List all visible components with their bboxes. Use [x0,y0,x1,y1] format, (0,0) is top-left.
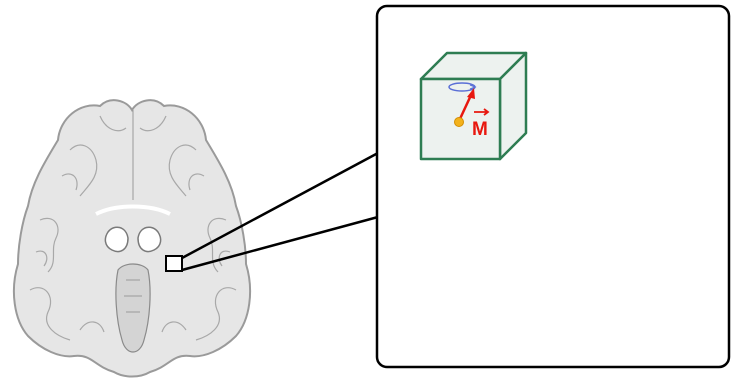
lateral-ventricle-left [104,226,129,253]
vector-label: M [472,119,488,140]
magnetization-vector-head [467,88,475,99]
zoom-line-top [181,151,379,260]
precession-arrow [469,84,477,90]
brain-gyri [29,115,237,341]
vector-origin-dot [454,117,464,127]
callout-panel [375,4,731,369]
brain-outline [12,99,252,378]
brain-coronal-slice [12,99,252,378]
corpus-callosum [95,204,171,216]
voxel-roi-box [165,255,183,272]
voxel-cube [419,51,528,161]
vector-label-arrow [474,108,490,116]
zoom-line-bottom [181,215,379,272]
brainstem [115,263,151,353]
lateral-ventricle-right [137,226,162,253]
